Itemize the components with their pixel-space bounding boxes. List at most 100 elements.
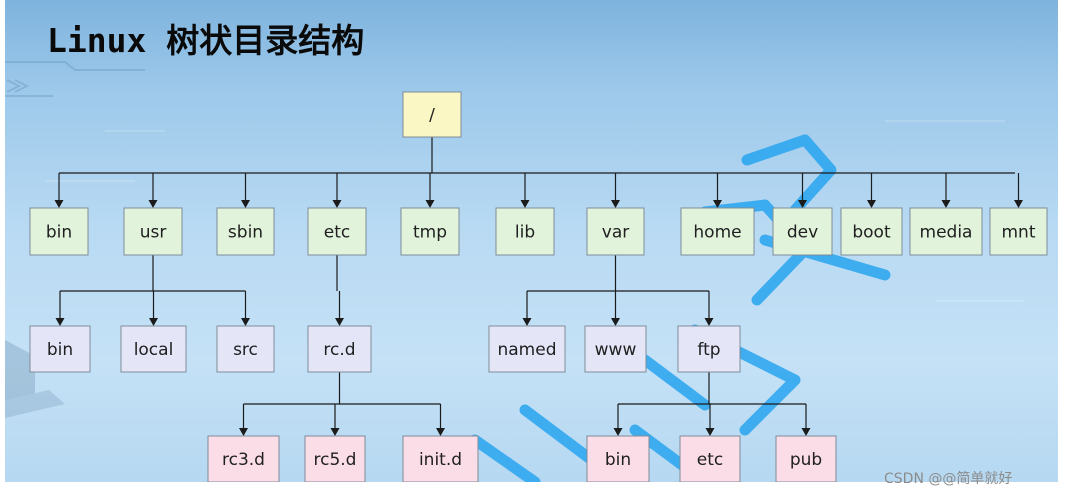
node-ftp-pub: pub [775,435,837,482]
edge-to-usr-1-arrowhead [148,200,158,208]
node-dev-8-label: dev [787,223,818,243]
node-var-ftp-box [677,325,741,373]
node-var-6: var [586,207,645,256]
edge-to-rc.d-rc5.d-arrowhead [330,428,340,436]
node-ftp-etc: etc [679,435,741,482]
slide-background-decoration [5,61,1025,418]
node-boot-9-box [840,207,903,256]
node-dev-8: dev [772,207,833,256]
node-ftp-bin: bin [586,435,650,482]
node-tmp-4-box [400,207,460,256]
node-dev-8-box [772,207,833,256]
node-sbin-2-label: sbin [228,223,263,243]
node-ftp-pub-label: pub [790,450,822,470]
edge-to-bin-0-arrowhead [54,200,64,208]
edge-to-var-named-arrowhead [522,318,532,326]
node-usr-1: usr [123,207,183,256]
node-media-10-label: media [920,223,973,243]
node-rc.d-rc3.d-box [207,435,280,482]
watermark-stroke-4 [639,354,711,411]
edge-to-media-10-arrowhead [941,200,951,208]
edge-to-boot-9-arrowhead [867,200,876,208]
node-usr-1-box [123,207,183,256]
directory-tree-diagram: / bin usr bin local src sbin etc rc.d rc3.d rc5.d i… [29,91,1048,482]
node-lib-5: lib [495,207,555,256]
edge-to-sbin-2-arrowhead [241,200,250,208]
node-usr-bin-box [29,325,91,373]
node-var-ftp: ftp [677,325,741,373]
node-etc-3-box [307,207,367,256]
tree-edges [54,137,1023,436]
node-mnt-11-box [989,207,1048,256]
edge-to-tmp-4-arrowhead [425,200,435,208]
edge-to-ftp-bin-arrowhead [613,428,623,436]
node-root: / [402,91,462,138]
node-ftp-bin-box [586,435,650,482]
node-rc.d-rc5.d-label: rc5.d [314,450,357,470]
node-root-box [402,91,462,138]
edge-to-usr-local-arrowhead [149,318,158,326]
node-var-www: www [584,325,647,373]
node-usr-1-label: usr [140,223,167,243]
node-usr-bin: bin [29,325,91,373]
node-etc-rc.d: rc.d [307,325,372,373]
node-bin-0: bin [29,207,89,256]
node-tmp-4-label: tmp [413,223,447,243]
node-var-ftp-label: ftp [697,340,720,360]
edge-to-usr-src-arrowhead [241,318,250,326]
watermark-stroke-0 [741,134,837,216]
node-bin-0-label: bin [46,223,72,243]
node-tmp-4: tmp [400,207,460,256]
node-ftp-etc-label: etc [697,450,723,470]
edge-to-dev-8-arrowhead [798,200,807,208]
edge-to-rc.d-init.d-arrowhead [436,428,445,436]
node-usr-local-box [120,325,187,373]
presentation-slide: Linux 树状目录结构 / bin usr bin local src sbin etc rc… [5,0,1058,482]
node-var-named-box [488,325,566,373]
node-rc.d-rc3.d: rc3.d [207,435,280,482]
edge-to-etc-3-arrowhead [332,200,342,208]
node-rc.d-init.d-box [402,435,479,482]
node-root-label: / [429,106,435,126]
slide-title: Linux 树状目录结构 [47,21,365,60]
node-media-10-box [909,207,983,256]
node-ftp-etc-box [679,435,741,482]
node-home-7-label: home [693,223,741,243]
edge-to-lib-5-arrowhead [520,200,530,208]
node-usr-bin-label: bin [47,340,73,360]
edge-to-var-6-arrowhead [611,200,620,208]
node-lib-5-label: lib [515,223,535,243]
node-bin-0-box [29,207,89,256]
node-usr-src-box [216,325,275,373]
node-home-7: home [680,207,755,256]
node-boot-9-label: boot [852,223,891,243]
node-sbin-2-box [216,207,275,256]
node-etc-3: etc [307,207,367,256]
node-rc.d-rc3.d-label: rc3.d [222,450,265,470]
tree-nodes: / bin usr bin local src sbin etc rc.d rc3.d rc5.d i… [29,91,1048,482]
node-etc-rc.d-label: rc.d [323,340,355,360]
edge-to-mnt-11-arrowhead [1014,200,1023,208]
node-lib-5-box [495,207,555,256]
node-boot-9: boot [840,207,903,256]
node-ftp-pub-box [775,435,837,482]
edge-to-var-ftp-arrowhead [704,318,714,326]
edge-to-rc.d-rc3.d-arrowhead [239,428,248,436]
node-var-named-label: named [497,340,556,360]
node-mnt-11-label: mnt [1002,223,1036,243]
edge-to-etc-rc.d-arrowhead [335,318,344,326]
node-rc.d-init.d-label: init.d [419,450,462,470]
edge-to-home-7-arrowhead [713,200,722,208]
node-sbin-2: sbin [216,207,275,256]
edge-to-usr-bin-arrowhead [55,318,65,326]
watermark-strokes [469,134,891,482]
node-home-7-box [680,207,755,256]
node-media-10: media [909,207,983,256]
watermark-stroke-6 [469,434,541,482]
node-usr-local-label: local [134,340,174,360]
edge-to-ftp-etc-arrowhead [705,428,715,436]
node-var-www-box [584,325,647,373]
node-usr-src: src [216,325,275,373]
node-usr-local: local [120,325,187,373]
